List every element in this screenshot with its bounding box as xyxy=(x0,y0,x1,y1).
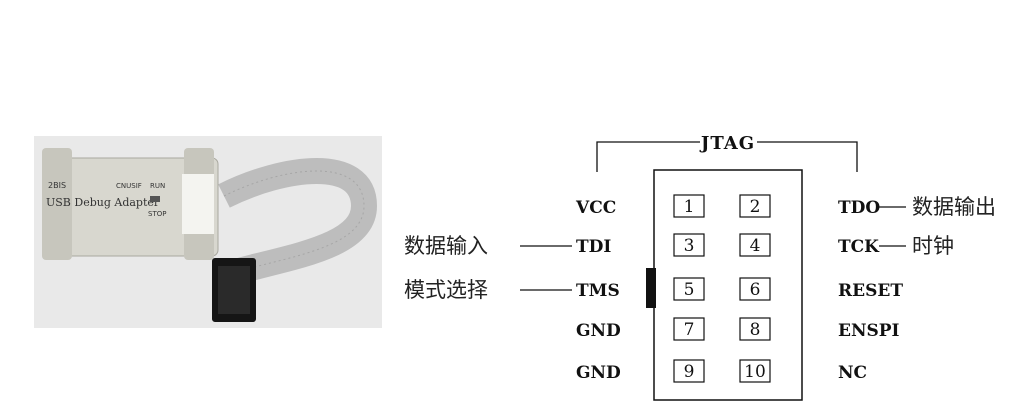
pin-box xyxy=(673,277,705,301)
right-signal-label: TCK xyxy=(838,237,880,257)
adapter-label-name: USB Debug Adapter xyxy=(46,196,160,209)
pin-number: 4 xyxy=(750,236,761,256)
connector-key xyxy=(646,268,656,308)
pin-box xyxy=(673,194,705,218)
pin-number: 5 xyxy=(684,280,695,300)
left-signal-label: TMS xyxy=(576,281,620,301)
pin-box xyxy=(739,233,771,257)
left-signal-label: GND xyxy=(576,363,621,383)
adapter-label-run: RUN xyxy=(150,182,165,190)
tms-note: 模式选择 xyxy=(404,278,488,302)
pin-number: 8 xyxy=(750,320,761,340)
pin-number: 7 xyxy=(684,320,695,340)
right-signal-label: TDO xyxy=(838,198,880,218)
left-signal-label: TDI xyxy=(576,237,611,257)
tdo-note: 数据输出 xyxy=(912,195,996,219)
pin-box xyxy=(739,359,771,383)
pin-number: 2 xyxy=(750,197,761,217)
right-signal-label: NC xyxy=(838,363,867,383)
jtag-bracket-right xyxy=(757,141,858,172)
pin-box xyxy=(673,233,705,257)
adapter-label-model: CNUSIF xyxy=(116,182,142,190)
left-signal-label: VCC xyxy=(575,198,616,218)
pin-box xyxy=(673,317,705,341)
pin-number: 10 xyxy=(744,362,766,382)
left-signal-label: GND xyxy=(576,321,621,341)
right-signal-label: RESET xyxy=(838,281,903,301)
tdi-note: 数据输入 xyxy=(404,234,488,258)
pin-box xyxy=(739,277,771,301)
pin-number: 1 xyxy=(684,197,695,217)
pin-number: 6 xyxy=(750,280,761,300)
pin-number: 9 xyxy=(684,362,695,382)
pin-box xyxy=(739,194,771,218)
right-signal-label: ENSPI xyxy=(838,321,900,341)
usb-debug-adapter-photo: 2BIS CNUSIF RUN USB Debug Adapter STOP xyxy=(34,136,382,328)
pin-box xyxy=(673,359,705,383)
jtag-bracket-left xyxy=(596,141,700,172)
pin-box xyxy=(739,317,771,341)
adapter-label-id: 2BIS xyxy=(48,181,66,190)
adapter-label-stop: STOP xyxy=(148,210,166,218)
jtag-title: JTAG xyxy=(699,133,755,154)
pin-number: 3 xyxy=(684,236,695,256)
tck-note: 时钟 xyxy=(912,234,954,258)
connector-body xyxy=(653,169,803,401)
